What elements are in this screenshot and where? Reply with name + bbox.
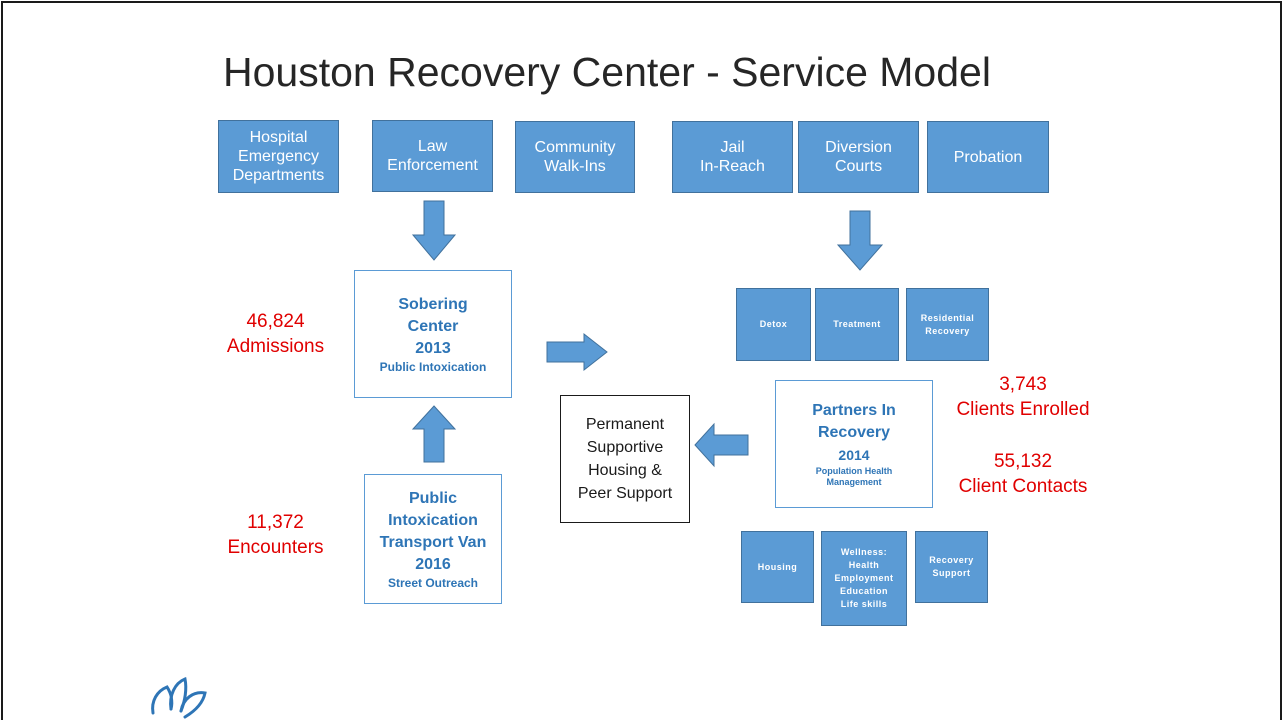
stat-clients-enrolled: 3,743 Clients Enrolled <box>953 372 1093 422</box>
support-recovery-support: Recovery Support <box>915 531 988 603</box>
source-line: Walk-Ins <box>544 158 606 175</box>
support-label: Education <box>839 586 888 596</box>
leaf-logo-icon <box>151 676 207 719</box>
source-line: Hospital <box>249 129 308 146</box>
source-line: Emergency <box>238 148 319 165</box>
source-line: Courts <box>834 158 883 175</box>
support-label: Health <box>848 560 880 570</box>
stat-encounters: 11,372 Encounters <box>213 510 338 560</box>
source-probation: Probation <box>927 121 1049 193</box>
transport-van-year: 2016 <box>415 555 451 573</box>
source-line: In-Reach <box>700 158 765 175</box>
stat-client-contacts: 55,132 Client Contacts <box>953 449 1093 499</box>
page-title: Houston Recovery Center - Service Model <box>223 49 991 95</box>
stat-enrolled-number: 3,743 <box>999 374 1047 395</box>
permanent-housing-box: Permanent Supportive Housing & Peer Supp… <box>560 395 690 523</box>
permanent-housing-line: Peer Support <box>577 485 673 502</box>
partners-year: 2014 <box>838 447 870 463</box>
program-detox: Detox <box>736 288 811 361</box>
partners-subtitle: Population Health <box>815 466 893 476</box>
source-line: Jail <box>720 139 745 156</box>
program-residential-recovery: Residential Recovery <box>906 288 989 361</box>
arrow-left-to-permanent-housing <box>694 422 749 468</box>
partners-name: Recovery <box>817 424 891 441</box>
transport-van-box: Public Intoxication Transport Van 2016 S… <box>364 474 502 604</box>
source-line: Enforcement <box>387 157 478 174</box>
transport-van-name: Public <box>408 489 457 507</box>
sobering-center-subtitle: Public Intoxication <box>379 359 487 374</box>
arrow-down-to-programs <box>836 210 884 271</box>
stat-encounters-label: Encounters <box>227 537 324 558</box>
source-line: Diversion <box>825 139 892 156</box>
source-community-walk-ins: Community Walk-Ins <box>515 121 635 193</box>
stat-admissions-label: Admissions <box>226 336 325 357</box>
support-label: Recovery <box>929 555 974 565</box>
stat-enrolled-label: Clients Enrolled <box>956 399 1090 420</box>
sobering-center-box: Sobering Center 2013 Public Intoxication <box>354 270 512 398</box>
source-law-enforcement: Law Enforcement <box>372 120 493 192</box>
sobering-center-name: Sobering <box>398 295 468 313</box>
source-line: Probation <box>953 148 1023 166</box>
sobering-center-year: 2013 <box>415 339 451 357</box>
support-label: Wellness: <box>840 547 888 557</box>
program-label: Residential <box>920 312 975 323</box>
stat-encounters-number: 11,372 <box>247 512 304 533</box>
support-label: Support <box>932 568 971 578</box>
transport-van-name: Intoxication <box>388 511 478 529</box>
arrow-right-to-programs <box>546 332 608 372</box>
permanent-housing-line: Housing & <box>588 462 662 479</box>
program-label: Recovery <box>925 325 970 336</box>
support-housing: Housing <box>741 531 814 603</box>
stat-admissions: 46,824 Admissions <box>213 309 338 359</box>
transport-van-subtitle: Street Outreach <box>387 575 479 590</box>
partners-in-recovery-box: Partners In Recovery 2014 Population Hea… <box>775 380 933 508</box>
stat-contacts-number: 55,132 <box>993 451 1053 472</box>
program-treatment: Treatment <box>815 288 899 361</box>
source-line: Law <box>417 138 448 155</box>
source-line: Community <box>534 139 616 156</box>
support-label: Housing <box>757 561 798 572</box>
program-label: Treatment <box>833 319 881 329</box>
permanent-housing-line: Permanent <box>585 416 665 433</box>
support-label: Employment <box>834 573 894 583</box>
source-line: Departments <box>232 167 325 184</box>
sobering-center-name: Center <box>407 317 459 335</box>
partners-name: Partners In <box>812 402 896 419</box>
arrow-down-to-sobering <box>411 200 457 261</box>
source-jail-in-reach: Jail In-Reach <box>672 121 793 193</box>
support-label: Life skills <box>840 599 888 609</box>
stat-admissions-number: 46,824 <box>246 311 305 332</box>
support-wellness: Wellness: Health Employment Education Li… <box>821 531 907 626</box>
arrow-up-to-sobering <box>411 405 457 463</box>
source-diversion-courts: Diversion Courts <box>798 121 919 193</box>
transport-van-name: Transport Van <box>379 533 487 551</box>
permanent-housing-line: Supportive <box>586 439 664 456</box>
stat-contacts-label: Client Contacts <box>958 476 1088 497</box>
program-label: Detox <box>759 319 788 329</box>
partners-subtitle: Management <box>826 477 882 487</box>
source-hospital-emergency: Hospital Emergency Departments <box>218 120 339 193</box>
